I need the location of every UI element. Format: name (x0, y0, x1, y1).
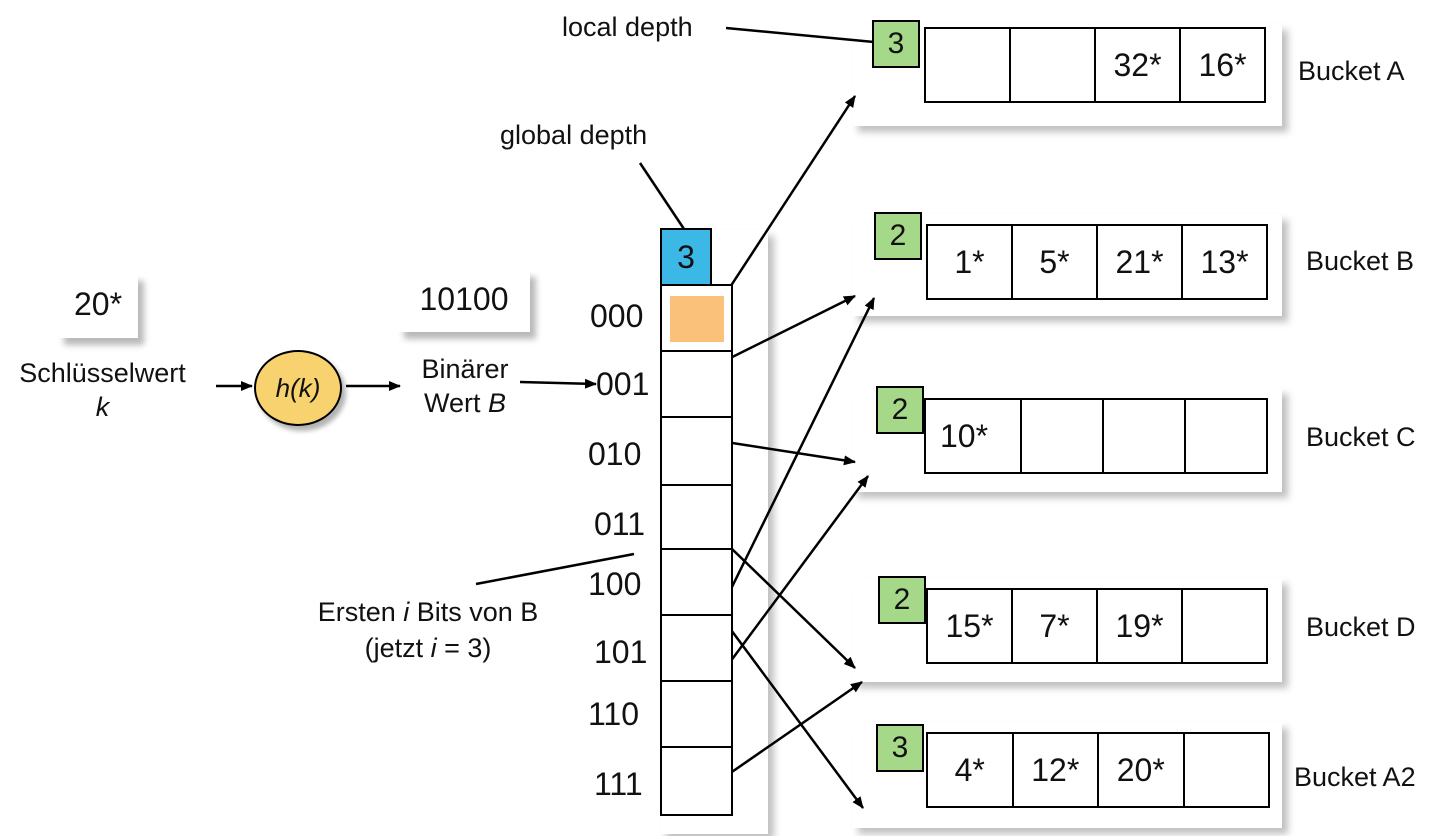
bits-caption-line1: Ersten i Bits von B (290, 594, 566, 630)
bucket-b-name: Bucket B (1306, 246, 1415, 276)
dir-label-010: 010 (588, 436, 642, 472)
hash-function-circle: h(k) (254, 350, 342, 426)
key-caption-line2: k (95, 392, 110, 422)
bucket-d-local-depth: 2 (878, 576, 926, 624)
dir-label-111: 111 (594, 766, 643, 802)
dir-slot-100 (660, 548, 733, 616)
binary-value: 10100 (419, 281, 509, 317)
bucket-a-name: Bucket A (1298, 56, 1405, 86)
bucket-cell: 16* (1198, 46, 1247, 83)
bits-caption2-post: = 3) (436, 633, 492, 663)
bucket-a-local-depth: 3 (872, 20, 920, 68)
bucket-a: 32* 16* (924, 27, 1266, 103)
global-depth-label: global depth (500, 120, 648, 150)
dir-slot-010 (660, 416, 733, 486)
binary-caption-line1: Binärer (421, 354, 509, 384)
key-caption: Schlüsselwert k (0, 356, 205, 424)
bits-caption2-var: i (430, 633, 437, 663)
global-depth-pointer (638, 162, 688, 233)
bucket-c: 10* (924, 398, 1268, 474)
bucket-cell: 20* (1099, 734, 1185, 806)
binary-value-card: 10100 (398, 270, 530, 332)
dir-slot-011 (660, 484, 733, 550)
local-depth-pointer (725, 26, 875, 44)
dir-slot-111 (660, 746, 733, 816)
global-depth-box: 3 (660, 228, 712, 286)
binary-caption-var: B (488, 388, 507, 418)
binary-to-dir-arrow (519, 378, 597, 389)
bits-caption2-pre: (jetzt (364, 633, 431, 663)
bucket-b-local-depth: 2 (874, 212, 922, 260)
bucket-cell (1011, 29, 1096, 101)
bucket-cell (1022, 400, 1104, 472)
binary-caption: Binärer Wert B (400, 352, 530, 420)
bucket-d-name: Bucket D (1306, 612, 1416, 642)
bits-caption-var: i (403, 597, 410, 627)
dir-slot-000-highlight (670, 296, 724, 342)
bucket-cell: 12* (1014, 734, 1099, 806)
bits-pointer (475, 552, 635, 586)
bucket-cell (926, 29, 1011, 101)
bucket-cell (1186, 400, 1266, 472)
dir-slot-101 (660, 614, 733, 682)
binary-caption-word: Wert (423, 388, 488, 418)
bucket-cell (1183, 590, 1266, 662)
bucket-d: 15* 7* 19* (926, 588, 1268, 664)
bits-caption-post: Bits von B (409, 597, 539, 627)
bucket-cell: 4* (928, 734, 1014, 806)
dir-label-001: 001 (596, 366, 650, 402)
dir-label-101: 101 (594, 634, 648, 670)
global-depth-value: 3 (677, 238, 695, 275)
dir-label-011: 011 (594, 506, 646, 542)
dir-slot-001 (660, 350, 733, 418)
dir-slot-110 (660, 680, 733, 748)
hash-function-label: h(k) (275, 372, 321, 403)
bucket-cell: 13* (1200, 243, 1249, 280)
bucket-cell: 19* (1098, 590, 1183, 662)
key-value: 20* (73, 286, 123, 322)
bits-caption-pre: Ersten (317, 597, 404, 627)
bucket-b: 1* 5* 21* 13* (926, 224, 1268, 300)
dir-label-000: 000 (590, 298, 644, 334)
bits-caption-line2: (jetzt i = 3) (290, 630, 566, 666)
bucket-c-name: Bucket C (1306, 422, 1416, 452)
bits-caption: Ersten i Bits von B (jetzt i = 3) (290, 594, 566, 666)
bucket-a2-name: Bucket A2 (1294, 762, 1416, 792)
local-depth-label: local depth (562, 12, 693, 42)
bucket-cell: 32* (1096, 29, 1181, 101)
bucket-a2-local-depth: 3 (876, 724, 924, 772)
bucket-cell (1185, 734, 1269, 806)
key-caption-line1: Schlüsselwert (19, 358, 186, 388)
dir-slot-000 (660, 284, 733, 352)
binary-caption-line2: Wert B (400, 386, 530, 420)
bucket-cell: 10* (926, 400, 1022, 472)
bucket-cell: 21* (1098, 226, 1183, 298)
bucket-c-local-depth: 2 (876, 386, 924, 434)
dir-label-100: 100 (588, 566, 642, 602)
bucket-a2: 4* 12* 20* (926, 732, 1270, 808)
dir-label-110: 110 (588, 696, 640, 732)
key-value-card: 20* (58, 274, 138, 338)
bucket-cell: 7* (1013, 590, 1098, 662)
bucket-cell: 5* (1013, 226, 1098, 298)
bucket-cell: 15* (928, 590, 1013, 662)
bucket-cell: 1* (928, 226, 1013, 298)
bucket-cell (1104, 400, 1186, 472)
